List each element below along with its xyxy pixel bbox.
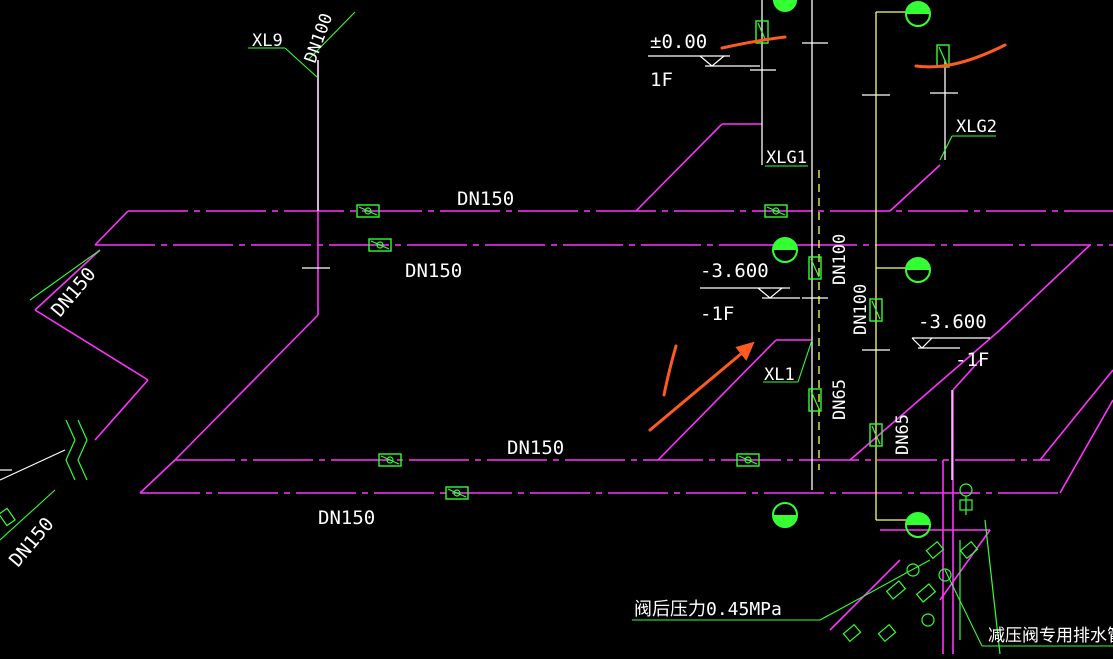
elevation-marker-icon [648, 55, 990, 349]
label-xl9: XL9 [252, 31, 283, 51]
hydrant-icon [905, 257, 931, 283]
label-xlg2: XLG2 [956, 117, 997, 137]
label-pressure-note: 阀后压力0.45MPa [634, 599, 782, 620]
label-dn150-d: DN150 [318, 507, 375, 529]
label-elev-m3600-b: -3.600 [918, 311, 987, 333]
label-dn100-a: DN100 [830, 234, 850, 285]
arrow-markup-icon [735, 341, 755, 361]
label-xl1: XL1 [764, 365, 795, 385]
label-xlg1: XLG1 [766, 148, 807, 168]
markup-strokes [648, 35, 1007, 432]
leader-lines [0, 11, 1113, 647]
label-drain-note: 减压阀专用排水管 [988, 626, 1113, 646]
hydrant-icon [905, 1, 931, 27]
hydrant-icon [772, 237, 798, 263]
pipe-network [34, 60, 1113, 654]
label-dn150-b: DN150 [405, 260, 462, 282]
label-dn100-top: DN100 [301, 11, 337, 66]
label-floor-1f: 1F [650, 69, 673, 91]
label-elev-m3600-a: -3.600 [700, 260, 769, 282]
label-dn65-b: DN65 [893, 414, 913, 455]
label-elev-pm000: ±0.00 [650, 31, 707, 53]
hydrant-icon [772, 502, 798, 528]
expansion-joint-icon [0, 419, 88, 527]
label-floor-m1f-b: -1F [955, 349, 989, 371]
label-dn150-c: DN150 [507, 437, 564, 459]
label-dn100-b: DN100 [851, 284, 871, 335]
label-floor-m1f-a: -1F [700, 303, 734, 325]
hydrant-icon [773, 0, 797, 12]
label-dn65-a: DN65 [830, 379, 850, 420]
hydrants [772, 0, 931, 538]
hydrant-icon [905, 512, 931, 538]
label-dn150-a: DN150 [457, 188, 514, 210]
pressure-reducing-valve-group [842, 483, 1001, 655]
